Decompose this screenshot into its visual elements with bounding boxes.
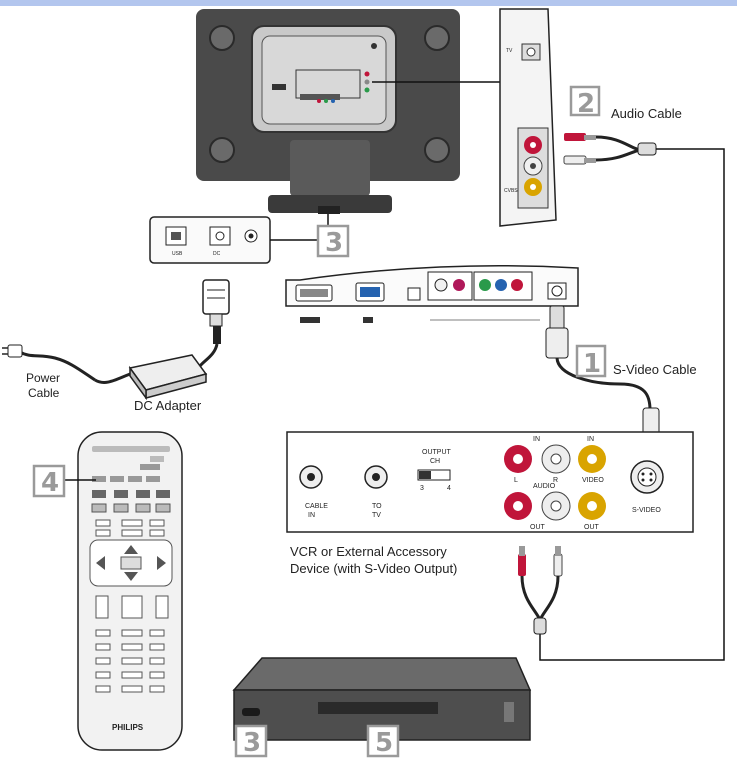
vcr-output-label: OUTPUT	[422, 449, 452, 456]
power-cable-label-1: Power	[26, 371, 60, 385]
step-3-adapter-box	[316, 224, 350, 258]
vcr-cable-in-label-2: IN	[308, 512, 315, 519]
svideo-cable	[545, 305, 660, 451]
svg-text:CVBS: CVBS	[504, 188, 518, 194]
audio-cable	[563, 133, 657, 165]
step-3-adapter-number: 3	[325, 228, 343, 258]
step-1-number: 1	[583, 349, 601, 379]
step-4-number: 4	[41, 468, 59, 498]
vcr-in-left-label: IN	[533, 436, 540, 443]
step-3-vcr-number: 3	[243, 728, 261, 758]
vcr-to-tv-label-2: TV	[372, 512, 381, 519]
rca-audio-cable	[518, 546, 563, 635]
step-1-box	[575, 344, 607, 378]
dc-adapter	[94, 354, 208, 401]
device-label-2: Device (with S-Video Output)	[290, 561, 457, 576]
top-accent-bar	[0, 0, 737, 6]
vcr-ch3-label: 3	[420, 485, 424, 492]
vcr-r-label: R	[553, 477, 558, 484]
vcr-out-right-label: OUT	[584, 524, 600, 531]
vcr-in-right-label: IN	[587, 436, 594, 443]
vcr-l-label: L	[514, 477, 518, 484]
step-2-label: Audio Cable	[611, 106, 682, 121]
rear-connector-panel	[285, 264, 579, 323]
monitor	[196, 9, 460, 214]
vcr-video-label: VIDEO	[582, 477, 604, 484]
dc-plug	[198, 279, 230, 368]
tv-side-panel: TV CVBS	[499, 8, 557, 227]
power-cable	[2, 344, 96, 382]
step-1-label: S-Video Cable	[613, 362, 697, 377]
adapter-port-panel: USB DC	[149, 216, 271, 264]
svg-text:USB: USB	[172, 251, 183, 257]
svg-text:TV: TV	[506, 48, 513, 54]
vcr-audio-label: AUDIO	[533, 483, 556, 490]
vcr-out-left-label: OUT	[530, 524, 546, 531]
vcr-ch-label: CH	[430, 458, 440, 465]
step-2-box	[569, 85, 601, 117]
power-cable-label-2: Cable	[28, 386, 60, 400]
step-2-number: 2	[577, 89, 595, 119]
step-5-box	[366, 724, 400, 758]
vcr-svideo-label: S-VIDEO	[632, 507, 661, 514]
step-5-number: 5	[375, 728, 393, 758]
vcr-cable-in-label-1: CABLE	[305, 503, 328, 510]
step-3-vcr-box	[234, 724, 268, 758]
step-4-box	[32, 464, 66, 498]
remote-control	[77, 431, 183, 751]
dc-adapter-label: DC Adapter	[134, 398, 202, 413]
vcr-back-panel	[286, 431, 694, 533]
vcr-to-tv-label-1: TO	[372, 503, 382, 510]
vcr-ch4-label: 4	[447, 485, 451, 492]
remote-brand-label: PHILIPS	[112, 723, 144, 732]
device-label-1: VCR or External Accessory	[290, 544, 447, 559]
svg-text:DC: DC	[213, 251, 221, 257]
